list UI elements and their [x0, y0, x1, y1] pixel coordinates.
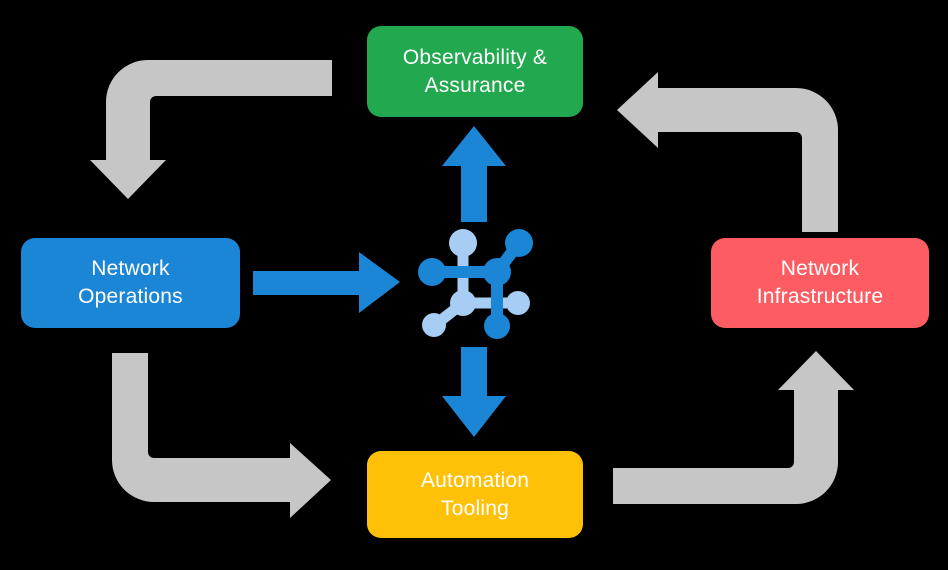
mesh-nodes-secondary [422, 229, 530, 337]
arrow-automation-tooling-to-network-infrastructure [613, 351, 854, 504]
arrow-network-operations-to-center [253, 252, 400, 313]
mesh-nodes-primary [418, 229, 533, 339]
arrow-center-to-automation-tooling [442, 347, 506, 437]
node-automation-tooling[interactable]: Automation Tooling [367, 451, 583, 538]
node-network-infrastructure[interactable]: Network Infrastructure [711, 238, 929, 328]
node-network-operations[interactable]: Network Operations [21, 238, 240, 328]
node-observability-label: Observability & Assurance [402, 45, 548, 97]
arrow-network-operations-to-automation-tooling [112, 353, 331, 518]
arrow-center-to-observability [442, 126, 506, 222]
arrow-observability-to-network-operations [90, 60, 332, 199]
node-automation-tooling-label: Automation Tooling [420, 468, 530, 520]
arrow-network-infrastructure-to-observability [617, 72, 838, 232]
node-network-infrastructure-label: Network Infrastructure [756, 257, 884, 308]
node-network-operations-label: Network Operations [78, 257, 183, 308]
node-observability-assurance[interactable]: Observability & Assurance [367, 26, 583, 117]
